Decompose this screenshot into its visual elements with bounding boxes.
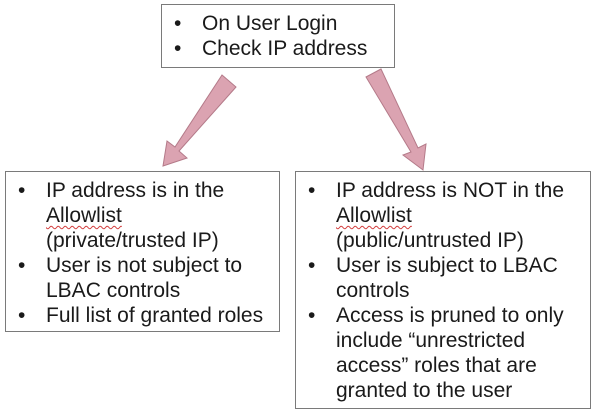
list-item: • Check IP address — [174, 36, 368, 61]
bullet-icon: • — [308, 304, 316, 327]
list-item: • Access is pruned to only include “unres… — [308, 303, 564, 403]
login-check-box: • On User Login • Check IP address — [161, 4, 395, 68]
bullet-icon: • — [18, 304, 26, 327]
list-item: • User is not subject to LBAC controls — [18, 253, 263, 303]
list-item: • IP address is in the Allowlist (private… — [18, 178, 263, 253]
not-allowlisted-ip-box: • IP address is NOT in the Allowlist (pub… — [295, 171, 591, 409]
bullet-icon: • — [174, 12, 182, 35]
arrow-to-not-allowlisted — [365, 68, 427, 171]
list-item: • User is subject to LBAC controls — [308, 253, 564, 303]
bullet-icon: • — [18, 179, 26, 202]
list-item-text: Check IP address — [202, 37, 368, 60]
list-item: • On User Login — [174, 11, 367, 36]
list-item-text: IP address is NOT in the Allowlist (publ… — [336, 179, 564, 252]
arrow-to-allowlisted — [162, 74, 237, 167]
list-item-text: IP address is in the Allowlist (private/… — [46, 179, 225, 252]
bullet-icon: • — [308, 254, 316, 277]
list-item-text: User is not subject to LBAC controls — [46, 254, 243, 302]
allowlisted-ip-list: • IP address is in the Allowlist (private… — [18, 178, 264, 328]
list-item-text: Access is pruned to only include “unrest… — [336, 304, 564, 402]
bullet-icon: • — [308, 179, 316, 202]
list-item-text: User is subject to LBAC controls — [336, 254, 558, 302]
bullet-icon: • — [174, 37, 182, 60]
bullet-icon: • — [18, 254, 26, 277]
list-item: • Full list of granted roles — [18, 303, 264, 328]
list-item: • IP address is NOT in the Allowlist (pub… — [308, 178, 564, 253]
list-item-text: On User Login — [202, 12, 338, 35]
allowlisted-ip-box: • IP address is in the Allowlist (private… — [5, 171, 280, 332]
list-item-text: Full list of granted roles — [46, 304, 264, 327]
not-allowlisted-ip-list: • IP address is NOT in the Allowlist (pub… — [308, 178, 564, 403]
login-check-list: • On User Login • Check IP address — [174, 11, 368, 61]
